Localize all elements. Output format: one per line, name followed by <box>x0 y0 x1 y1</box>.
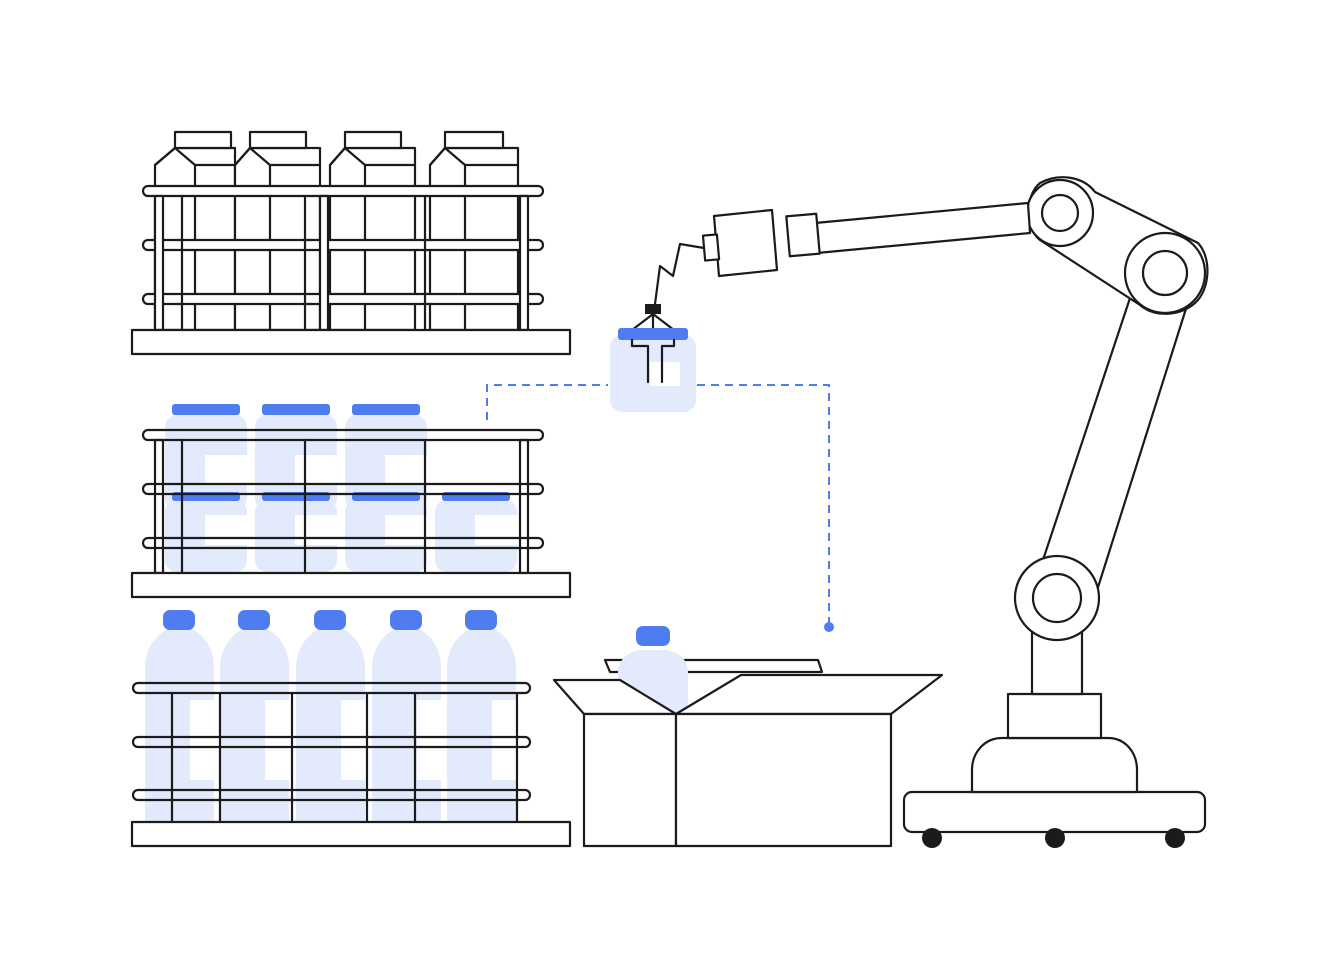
robot-base-platform <box>902 790 1207 834</box>
cardboard-box <box>552 626 944 848</box>
robot-elbow-joint <box>1013 554 1101 642</box>
robot-cable <box>653 242 706 306</box>
jar-crate-frame <box>141 428 545 575</box>
movement-path <box>486 384 834 632</box>
held-jar <box>610 328 696 412</box>
bottle-shelf <box>130 610 572 848</box>
robot-wheels <box>922 828 1185 848</box>
large-bottle <box>296 610 365 822</box>
jar <box>435 492 517 572</box>
large-bottle <box>220 610 289 822</box>
box-right-flap <box>674 673 944 716</box>
jar-group <box>165 404 517 572</box>
large-bottle <box>447 610 516 822</box>
carton-shelf <box>130 130 572 356</box>
robot-end-effector <box>701 208 821 278</box>
robot-shoulder-joint <box>1025 178 1095 248</box>
box-front-left <box>582 712 678 848</box>
jar <box>255 404 337 510</box>
carton-crate-frame <box>141 184 545 332</box>
robot-base-column <box>1006 692 1103 740</box>
large-bottle <box>145 610 214 822</box>
jar-shelf <box>130 404 572 599</box>
robot-arm <box>610 176 1209 848</box>
bottle-crate-frame <box>131 681 532 824</box>
wheel <box>922 828 942 848</box>
carton-pallet <box>130 328 572 356</box>
target-point <box>824 622 834 632</box>
box-front-right <box>674 712 893 848</box>
large-bottle <box>372 610 441 822</box>
robot-wrist-joint <box>1123 231 1207 315</box>
robot-upper-arm <box>1035 284 1192 602</box>
bottle-pallet <box>130 820 572 848</box>
robot-forearm <box>813 201 1032 255</box>
jar <box>255 492 337 572</box>
wheel <box>1045 828 1065 848</box>
robot-base-dome <box>970 736 1139 794</box>
jar <box>345 404 427 510</box>
jar <box>345 492 427 572</box>
wheel <box>1165 828 1185 848</box>
jar <box>165 404 247 510</box>
bottle-group <box>145 610 516 822</box>
jar <box>165 492 247 572</box>
jar-pallet <box>130 571 572 599</box>
